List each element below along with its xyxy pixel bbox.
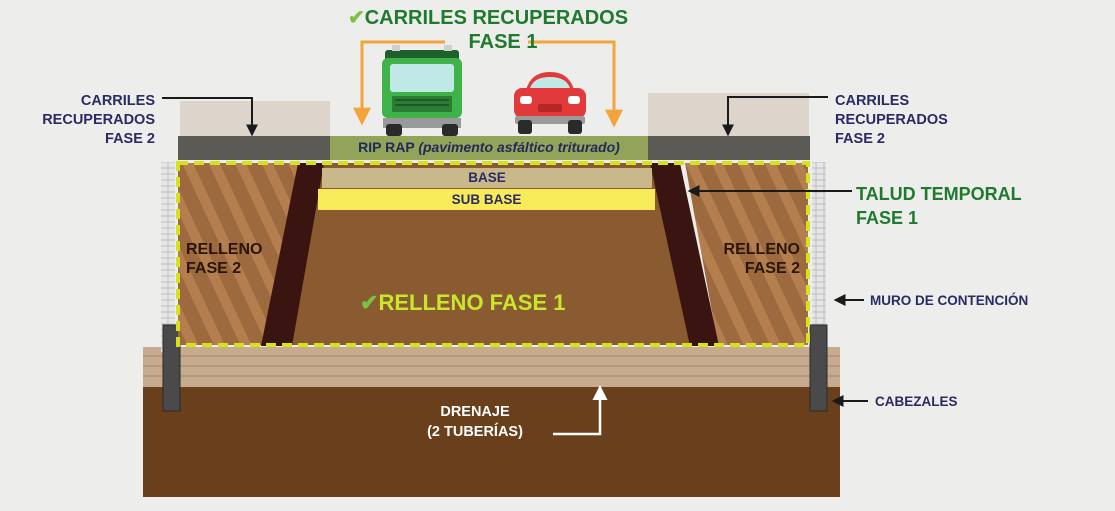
arrow-left-lanes <box>162 97 258 137</box>
check-icon: ✔ <box>347 7 365 29</box>
fill-phase2-right <box>685 163 808 345</box>
drainage-line2: (2 TUBERÍAS) <box>427 424 523 440</box>
fill-right-line1: RELLENO <box>723 241 800 258</box>
retaining-wall-right <box>812 162 826 352</box>
headwall-right <box>809 324 828 412</box>
riprap-main: RIP RAP <box>358 139 415 155</box>
truck-icon <box>382 45 462 136</box>
base-label: BASE <box>468 170 506 185</box>
riprap-label: RIP RAP (pavimento asfáltico triturado) <box>330 139 648 155</box>
temporary-slope-left <box>261 163 324 346</box>
fill-left-line2: FASE 2 <box>186 260 242 277</box>
check-icon: ✔ <box>360 290 379 315</box>
riprap-layer <box>330 136 648 160</box>
top-label-line1: CARRILES RECUPERADOS <box>364 7 629 29</box>
car-icon <box>514 72 586 134</box>
concrete-left <box>180 101 330 136</box>
left-label-line2: RECUPERADOS <box>42 112 155 128</box>
top-label: ✔CARRILES RECUPERADOS FASE 1 <box>318 6 658 54</box>
subbase-label: SUB BASE <box>451 192 522 207</box>
drainage-band <box>143 347 840 387</box>
fill-left-line1: RELLENO <box>186 241 263 258</box>
arrow-drainage <box>553 385 608 436</box>
fill-phase2-left <box>178 163 298 345</box>
headwalls-label: CABEZALES <box>875 394 958 409</box>
phase1-dashed-outline <box>176 161 810 347</box>
retaining-wall-label: MURO DE CONTENCIÓN <box>870 293 1029 308</box>
slope-label-line2: FASE 1 <box>856 208 919 228</box>
drainage-line1: DRENAJE <box>440 404 510 420</box>
fill-right-label: RELLENO FASE 2 <box>700 240 800 278</box>
riprap-detail: (pavimento asfáltico triturado) <box>418 139 620 155</box>
asphalt-right <box>648 136 810 160</box>
subbase-layer <box>318 189 655 210</box>
fill-right-line2: FASE 2 <box>744 260 800 277</box>
right-label-line3: FASE 2 <box>835 131 885 147</box>
top-arrow-left <box>353 40 445 126</box>
left-label-line1: CARRILES <box>80 93 155 109</box>
retaining-wall-left <box>161 162 175 352</box>
slope-label: TALUD TEMPORAL FASE 1 <box>856 182 1022 230</box>
bottom-soil <box>143 385 840 497</box>
slope-label-line1: TALUD TEMPORAL <box>856 184 1022 204</box>
fill-center-text: RELLENO FASE 1 <box>378 290 566 315</box>
asphalt-left <box>178 136 330 160</box>
base-layer <box>322 168 652 188</box>
arrow-right-lanes <box>722 96 828 137</box>
right-label-line2: RECUPERADOS <box>835 112 948 128</box>
left-lanes-label: CARRILES RECUPERADOS FASE 2 <box>40 92 155 149</box>
headwall-left <box>162 324 181 412</box>
drainage-label: DRENAJE (2 TUBERÍAS) <box>395 402 555 442</box>
right-lanes-label: CARRILES RECUPERADOS FASE 2 <box>835 92 975 149</box>
left-label-line3: FASE 2 <box>105 131 155 147</box>
fill-left-label: RELLENO FASE 2 <box>186 240 262 278</box>
fill-center-label: ✔RELLENO FASE 1 <box>360 290 565 316</box>
top-arrow-right <box>528 40 623 128</box>
temporary-slope-right <box>650 163 719 346</box>
right-label-line1: CARRILES <box>835 93 910 109</box>
top-label-line2: FASE 1 <box>468 31 538 53</box>
